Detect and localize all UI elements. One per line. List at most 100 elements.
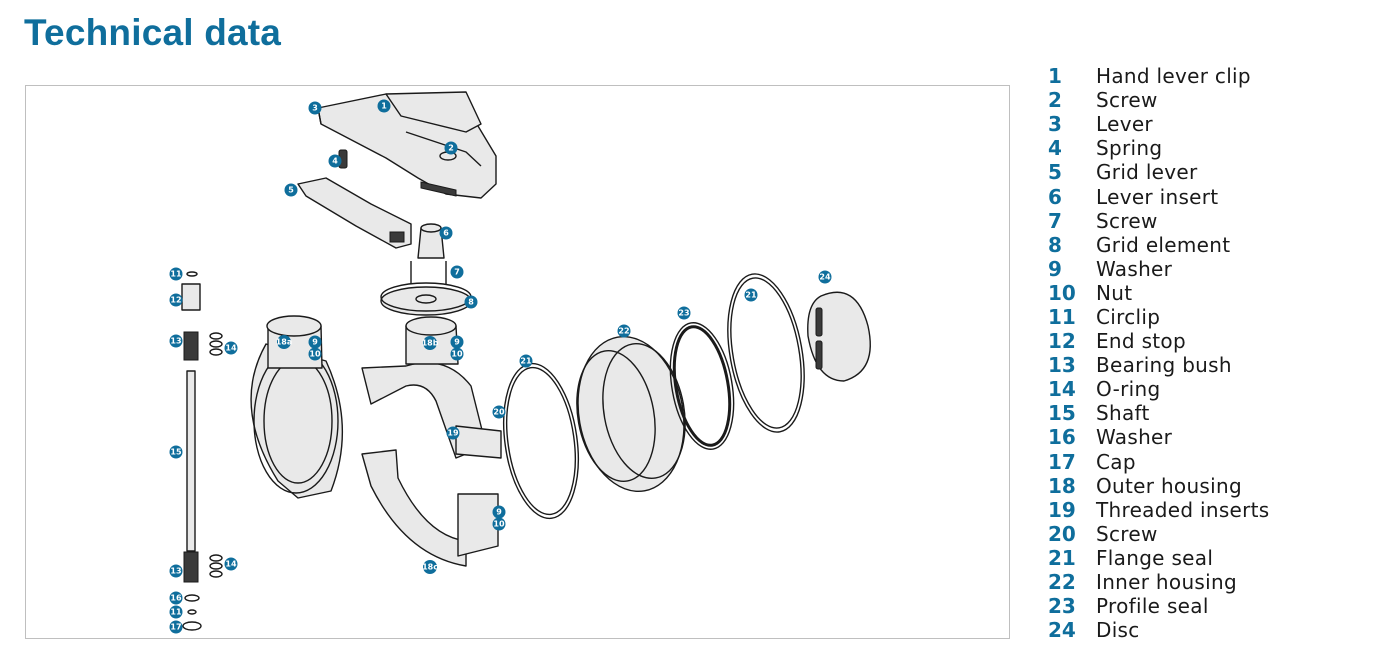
exploded-view-drawing: 1 2 3 4 5 6 7 8 9 10 9 10 9 10 11 12 13 … (169, 91, 871, 634)
part-number: 12 (1048, 329, 1076, 354)
part-name: Inner housing (1096, 570, 1237, 595)
part-name: O-ring (1096, 377, 1161, 402)
callout-13-badge: 13 (169, 564, 183, 578)
callout-9-badge: 9 (492, 505, 506, 519)
callout-1-badge: 1 (377, 99, 391, 113)
svg-text:23: 23 (678, 309, 689, 318)
outer-housing-left-drawing (250, 315, 343, 499)
part-number: 7 (1048, 208, 1062, 233)
lever-insert-drawing (410, 223, 447, 284)
callout-23-badge: 23 (677, 306, 691, 320)
part-name: Disc (1096, 618, 1140, 643)
lever-drawing (317, 91, 497, 199)
svg-text:17: 17 (170, 623, 181, 632)
part-name: Profile seal (1096, 594, 1209, 619)
parts-list-item: 4 Spring (1048, 136, 1270, 160)
part-name: Flange seal (1096, 545, 1214, 570)
part-number: 17 (1048, 449, 1076, 474)
flange-seal-right-drawing (727, 273, 805, 433)
svg-text:7: 7 (454, 268, 460, 277)
callout-8-badge: 8 (464, 295, 478, 309)
part-number: 11 (1048, 304, 1076, 329)
part-number: 2 (1048, 88, 1062, 113)
callout-19-badge: 19 (446, 426, 460, 440)
part-number: 4 (1048, 136, 1062, 161)
part-number: 5 (1048, 160, 1062, 185)
part-number: 23 (1048, 594, 1076, 619)
svg-text:20: 20 (493, 408, 505, 417)
part-number: 18 (1048, 473, 1076, 498)
part-name: Threaded inserts (1096, 497, 1270, 522)
callout-3-badge: 3 (308, 101, 322, 115)
part-number: 20 (1048, 521, 1076, 546)
svg-text:12: 12 (170, 296, 181, 305)
callout-10-badge: 10 (450, 347, 464, 361)
callout-4-badge: 4 (328, 154, 342, 168)
part-name: Shaft (1096, 401, 1150, 426)
disc-drawing (807, 291, 871, 382)
part-number: 24 (1048, 618, 1076, 643)
svg-text:10: 10 (493, 520, 505, 529)
svg-text:19: 19 (447, 429, 459, 438)
svg-text:6: 6 (443, 229, 449, 238)
svg-text:18a: 18a (276, 338, 293, 347)
callout-2-badge: 2 (444, 141, 458, 155)
callout-9-badge: 9 (308, 335, 322, 349)
callout-10-badge: 10 (308, 347, 322, 361)
parts-list-item: 24 Disc (1048, 618, 1270, 642)
part-number: 19 (1048, 497, 1076, 522)
part-number: 3 (1048, 112, 1062, 137)
callout-15-badge: 15 (169, 445, 183, 459)
svg-text:11: 11 (170, 608, 182, 617)
part-name: Screw (1096, 521, 1158, 546)
profile-seal-drawing (669, 322, 735, 450)
part-name: Outer housing (1096, 473, 1242, 498)
part-name: Washer (1096, 256, 1173, 281)
svg-text:4: 4 (332, 157, 338, 166)
parts-list-item: 19 Threaded inserts (1048, 498, 1270, 522)
svg-text:16: 16 (170, 594, 182, 603)
part-name: Circlip (1096, 304, 1161, 329)
exploded-view-diagram: 1 2 3 4 5 6 7 8 9 10 9 10 9 10 11 12 13 … (25, 85, 1010, 639)
svg-text:14: 14 (225, 344, 237, 353)
callout-18c-badge: 18c (422, 560, 438, 574)
callout-18b-badge: 18b (422, 336, 439, 350)
flange-seal-left-drawing (503, 362, 579, 520)
part-number: 6 (1048, 184, 1062, 209)
part-name: Washer (1096, 425, 1173, 450)
part-name: Lever insert (1096, 184, 1219, 209)
svg-text:15: 15 (170, 448, 182, 457)
callout-14-badge: 14 (224, 341, 238, 355)
part-number: 1 (1048, 64, 1062, 89)
part-name: Cap (1096, 449, 1136, 474)
svg-text:3: 3 (312, 104, 318, 113)
part-number: 9 (1048, 256, 1062, 281)
part-number: 10 (1048, 280, 1076, 305)
svg-text:24: 24 (819, 273, 831, 282)
parts-list-item: 18 Outer housing (1048, 474, 1270, 498)
callout-7-badge: 7 (450, 265, 464, 279)
svg-text:9: 9 (454, 338, 460, 347)
parts-list-item: 12 End stop (1048, 329, 1270, 353)
svg-text:5: 5 (288, 186, 294, 195)
svg-text:2: 2 (448, 144, 454, 153)
svg-text:21: 21 (520, 357, 532, 366)
part-name: End stop (1096, 329, 1186, 354)
parts-list-item: 23 Profile seal (1048, 594, 1270, 618)
svg-text:10: 10 (451, 350, 463, 359)
grid-element-drawing (380, 282, 472, 316)
part-name: Spring (1096, 136, 1163, 161)
svg-text:1: 1 (381, 102, 387, 111)
callout-10-badge: 10 (492, 517, 506, 531)
svg-text:22: 22 (618, 327, 629, 336)
part-number: 8 (1048, 232, 1062, 257)
